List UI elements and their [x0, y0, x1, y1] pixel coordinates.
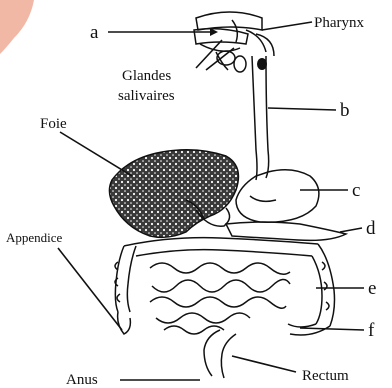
label-b: b — [340, 100, 350, 121]
label-salivaires: salivaires — [118, 88, 175, 104]
liver — [109, 150, 238, 238]
label-a: a — [90, 22, 99, 43]
label-anus: Anus — [66, 372, 98, 388]
corner-accent — [0, 0, 34, 54]
label-c: c — [352, 180, 360, 201]
label-rectum: Rectum — [302, 368, 349, 384]
esophagus — [252, 56, 269, 180]
rectum — [204, 330, 236, 378]
label-glandes: Glandes — [122, 68, 171, 84]
salivary-glands — [216, 51, 246, 72]
label-d: d — [366, 218, 376, 239]
label-appendice: Appendice — [6, 230, 63, 245]
label-pharynx: Pharynx — [314, 15, 364, 31]
pharynx — [246, 30, 274, 56]
label-f: f — [368, 320, 375, 341]
label-e: e — [368, 278, 376, 299]
label-foie: Foie — [40, 116, 67, 132]
pancreas — [226, 222, 346, 240]
stomach — [236, 170, 319, 222]
small-intestine — [150, 263, 290, 334]
esophagus-dark-spot — [257, 58, 267, 70]
appendix — [118, 312, 131, 334]
